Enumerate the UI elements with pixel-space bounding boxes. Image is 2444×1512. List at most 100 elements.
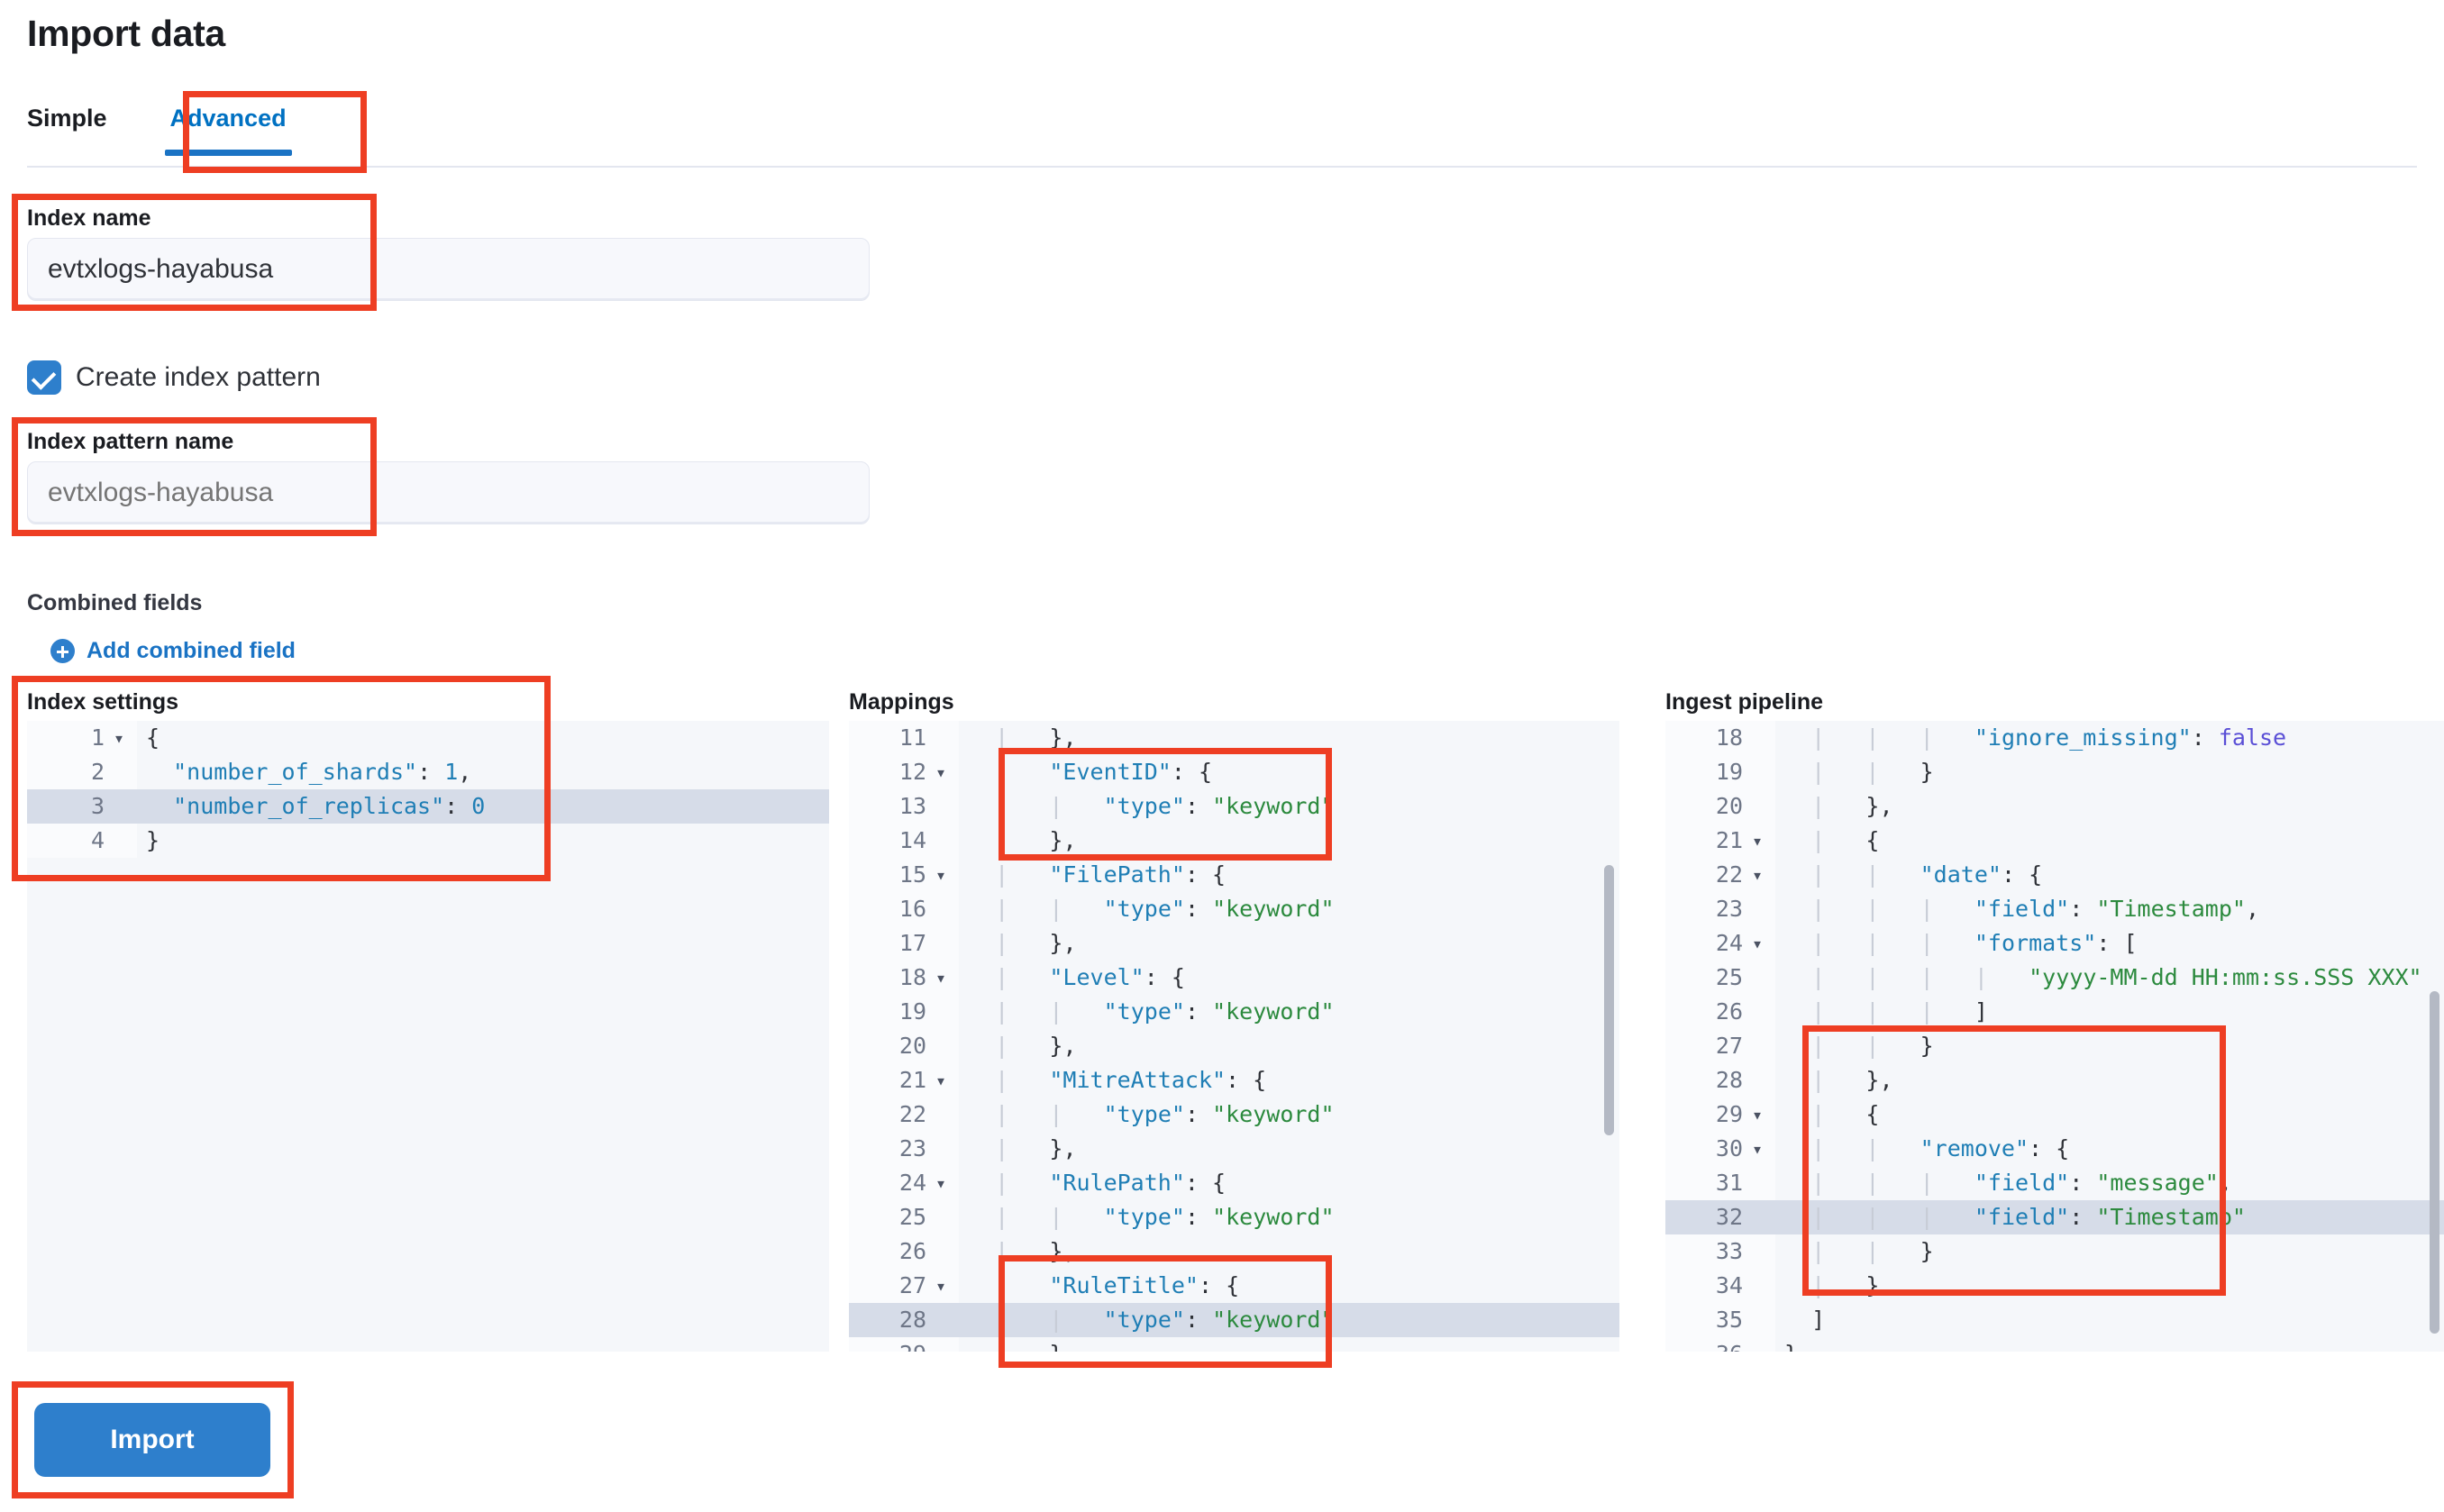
code-text: | } (1811, 1272, 1880, 1298)
line-number: 23 (1665, 892, 1748, 926)
index-settings-editor[interactable]: 1▾{2 "number_of_shards": 1,3 "number_of_… (27, 721, 829, 1352)
code-line[interactable]: 25 | | | | "yyyy-MM-dd HH:mm:ss.SSS XXX" (1665, 961, 2444, 995)
code-line[interactable]: 25 | | "type": "keyword" (849, 1200, 1619, 1234)
line-number: 16 (849, 892, 932, 926)
line-number: 14 (849, 824, 932, 858)
fold-arrow-icon[interactable]: ▾ (932, 858, 959, 892)
code-line[interactable]: 27▾ | "RuleTitle": { (849, 1269, 1619, 1303)
code-line[interactable]: 19 | | "type": "keyword" (849, 995, 1619, 1029)
fold-arrow-icon (932, 1029, 959, 1063)
code-line[interactable]: 23 | | | "field": "Timestamp", (1665, 892, 2444, 926)
code-line[interactable]: 36} (1665, 1337, 2444, 1352)
code-line[interactable]: 33 | | } (1665, 1234, 2444, 1269)
code-line[interactable]: 28 | }, (1665, 1063, 2444, 1098)
code-line[interactable]: 22 | | "type": "keyword" (849, 1098, 1619, 1132)
mappings-editor[interactable]: 11 | },12▾ | "EventID": {13 | | "type": … (849, 721, 1619, 1352)
create-index-pattern-label: Create index pattern (76, 362, 321, 392)
index-settings-label: Index settings (27, 689, 179, 715)
code-line[interactable]: 22▾ | | "date": { (1665, 858, 2444, 892)
code-line[interactable]: 21▾ | "MitreAttack": { (849, 1063, 1619, 1098)
code-text: | | | "field": "message", (1811, 1170, 2232, 1196)
code-line[interactable]: 30▾ | | "remove": { (1665, 1132, 2444, 1166)
code-line[interactable]: 20 | }, (1665, 789, 2444, 824)
code-line[interactable]: 26 | }, (849, 1234, 1619, 1269)
code-text: | }, (995, 827, 1077, 853)
code-line[interactable]: 21▾ | { (1665, 824, 2444, 858)
code-line[interactable]: 18 | | | "ignore_missing": false (1665, 721, 2444, 755)
code-line[interactable]: 26 | | | ] (1665, 995, 2444, 1029)
code-line[interactable]: 14 | }, (849, 824, 1619, 858)
code-line[interactable]: 29▾ | { (1665, 1098, 2444, 1132)
fold-arrow-icon[interactable]: ▾ (932, 1166, 959, 1200)
fold-arrow-icon[interactable]: ▾ (1748, 858, 1775, 892)
fold-arrow-icon (932, 789, 959, 824)
fold-arrow-icon[interactable]: ▾ (1748, 1098, 1775, 1132)
code-line[interactable]: 15▾ | "FilePath": { (849, 858, 1619, 892)
code-line[interactable]: 17 | }, (849, 926, 1619, 961)
create-index-pattern-row[interactable]: Create index pattern (27, 360, 321, 395)
tab-simple[interactable]: Simple (27, 97, 138, 156)
fold-arrow-icon (932, 1132, 959, 1166)
import-button[interactable]: Import (34, 1403, 270, 1477)
code-line[interactable]: 29 | }, (849, 1337, 1619, 1352)
line-number: 11 (849, 721, 932, 755)
index-name-input[interactable] (27, 238, 870, 301)
line-number: 13 (849, 789, 932, 824)
code-line[interactable]: 24▾ | | | "formats": [ (1665, 926, 2444, 961)
line-number: 35 (1665, 1303, 1748, 1337)
line-number: 1 (27, 721, 110, 755)
editor-scrollbar[interactable] (1604, 865, 1614, 1135)
code-text: | "MitreAttack": { (995, 1067, 1267, 1093)
code-text: | | | "formats": [ (1811, 930, 2138, 956)
code-line[interactable]: 24▾ | "RulePath": { (849, 1166, 1619, 1200)
line-number: 19 (1665, 755, 1748, 789)
code-text: | | "type": "keyword" (995, 896, 1335, 922)
code-line[interactable]: 23 | }, (849, 1132, 1619, 1166)
code-line[interactable]: 4} (27, 824, 829, 858)
code-line[interactable]: 35 ] (1665, 1303, 2444, 1337)
code-text: | "Level": { (995, 964, 1185, 990)
code-line[interactable]: 28 | | "type": "keyword" (849, 1303, 1619, 1337)
fold-arrow-icon[interactable]: ▾ (1748, 824, 1775, 858)
code-text: ] (1811, 1307, 1826, 1333)
code-line[interactable]: 27 | | } (1665, 1029, 2444, 1063)
create-index-pattern-checkbox[interactable] (27, 360, 61, 395)
code-text: | | } (1811, 1033, 1934, 1059)
line-number: 29 (1665, 1098, 1748, 1132)
code-line[interactable]: 1▾{ (27, 721, 829, 755)
fold-arrow-icon (1748, 721, 1775, 755)
add-combined-field-button[interactable]: Add combined field (50, 638, 296, 664)
tab-advanced[interactable]: Advanced (138, 97, 319, 156)
code-line[interactable]: 13 | | "type": "keyword" (849, 789, 1619, 824)
fold-arrow-icon[interactable]: ▾ (932, 755, 959, 789)
line-number: 30 (1665, 1132, 1748, 1166)
editor-scrollbar[interactable] (2430, 991, 2439, 1334)
code-text: } (146, 827, 160, 853)
line-number: 3 (27, 789, 110, 824)
fold-arrow-icon[interactable]: ▾ (1748, 926, 1775, 961)
code-line[interactable]: 11 | }, (849, 721, 1619, 755)
fold-arrow-icon[interactable]: ▾ (932, 1063, 959, 1098)
line-number: 2 (27, 755, 110, 789)
code-line[interactable]: 31 | | | "field": "message", (1665, 1166, 2444, 1200)
fold-arrow-icon[interactable]: ▾ (1748, 1132, 1775, 1166)
code-line[interactable]: 19 | | } (1665, 755, 2444, 789)
line-number: 25 (1665, 961, 1748, 995)
fold-arrow-icon (1748, 892, 1775, 926)
index-pattern-name-input[interactable] (27, 461, 870, 524)
code-line[interactable]: 2 "number_of_shards": 1, (27, 755, 829, 789)
code-line[interactable]: 20 | }, (849, 1029, 1619, 1063)
line-number: 12 (849, 755, 932, 789)
fold-arrow-icon[interactable]: ▾ (932, 1269, 959, 1303)
fold-arrow-icon[interactable]: ▾ (932, 961, 959, 995)
fold-arrow-icon[interactable]: ▾ (110, 721, 137, 755)
code-line[interactable]: 34 | } (1665, 1269, 2444, 1303)
code-line[interactable]: 3 "number_of_replicas": 0 (27, 789, 829, 824)
code-line[interactable]: 16 | | "type": "keyword" (849, 892, 1619, 926)
fold-arrow-icon (932, 824, 959, 858)
code-text: | "RulePath": { (995, 1170, 1227, 1196)
code-line[interactable]: 18▾ | "Level": { (849, 961, 1619, 995)
code-line[interactable]: 12▾ | "EventID": { (849, 755, 1619, 789)
code-line[interactable]: 32 | | | "field": "Timestamp" (1665, 1200, 2444, 1234)
